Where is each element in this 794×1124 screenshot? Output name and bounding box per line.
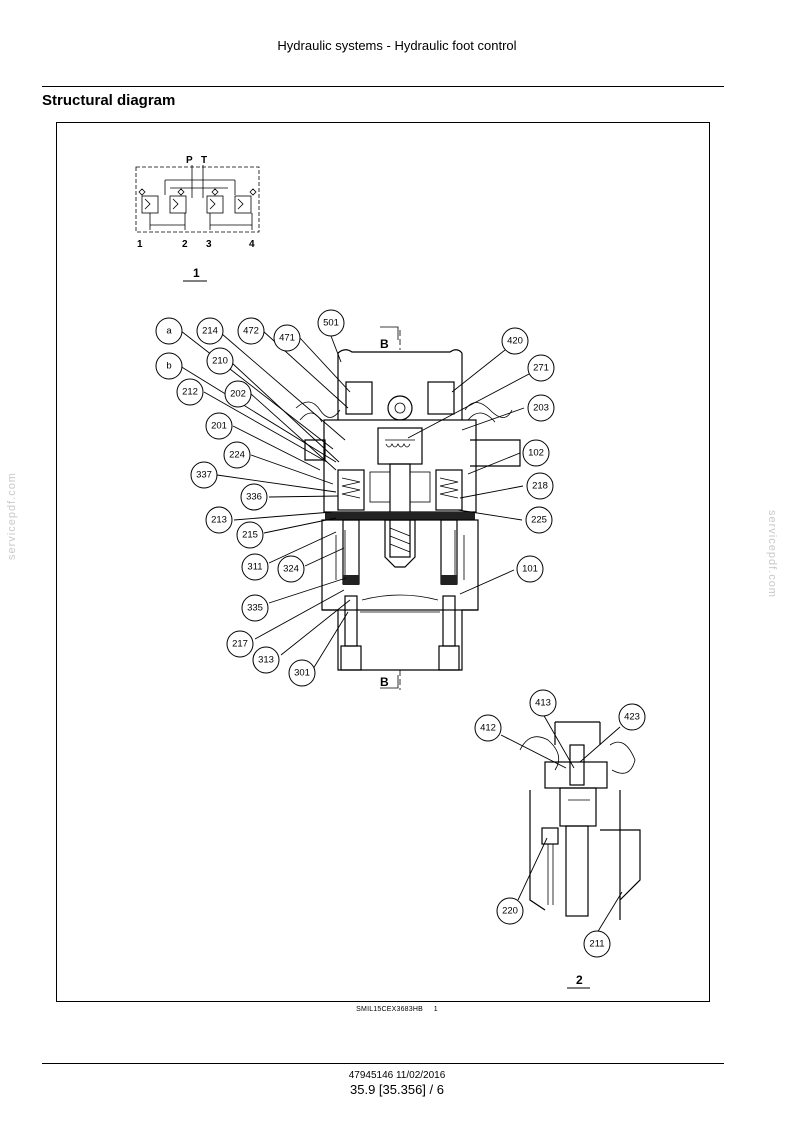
svg-text:301: 301 [294, 668, 310, 679]
svg-text:412: 412 [480, 723, 496, 734]
detail-view [519, 721, 641, 920]
callout-472: 472 [237, 317, 265, 345]
callout-215: 215 [236, 521, 264, 549]
footer-rule [42, 1063, 724, 1064]
callout-311: 311 [241, 553, 269, 581]
callout-337: 337 [190, 461, 218, 489]
port-t-label: T [201, 155, 207, 166]
svg-text:202: 202 [230, 389, 246, 400]
svg-text:203: 203 [533, 403, 549, 414]
svg-text:324: 324 [283, 564, 299, 575]
schematic-port-labels: P T 1 2 3 4 1 [137, 155, 255, 280]
header-rule [42, 86, 724, 87]
svg-text:472: 472 [243, 326, 259, 337]
port-p-label: P [186, 155, 193, 166]
figure-caption: SMIL15CEX3683HB 1 [0, 1006, 794, 1013]
callout-335: 335 [241, 594, 269, 622]
svg-text:102: 102 [528, 448, 544, 459]
svg-text:311: 311 [247, 562, 262, 573]
hydraulic-schematic [135, 165, 260, 233]
callout-a: a [155, 317, 183, 345]
svg-text:213: 213 [211, 515, 227, 526]
callout-271: 271 [527, 354, 555, 382]
callout-471: 471 [273, 324, 301, 352]
svg-text:101: 101 [522, 564, 538, 575]
callout-423: 423 [618, 703, 646, 731]
section-title: Structural diagram [42, 92, 176, 109]
callout-301: 301 [288, 659, 316, 687]
callout-336: 336 [240, 483, 268, 511]
watermark-right: servicepdf.com [766, 510, 778, 598]
callout-324: 324 [277, 555, 305, 583]
svg-text:217: 217 [232, 639, 248, 650]
callout-224: 224 [223, 441, 251, 469]
figure-2-number: 2 [576, 973, 583, 987]
svg-text:214: 214 [202, 326, 218, 337]
diagram-frame [56, 122, 710, 1002]
svg-text:224: 224 [229, 450, 245, 461]
port-2-label: 2 [182, 239, 188, 250]
port-1-label: 1 [137, 239, 143, 250]
callout-214: 214 [196, 317, 224, 345]
section-marker-bottom: B [380, 675, 389, 689]
callouts-detail: 413 412 423 220 211 [474, 689, 646, 958]
callout-412: 412 [474, 714, 502, 742]
callout-313: 313 [252, 646, 280, 674]
svg-text:471: 471 [279, 333, 295, 344]
svg-text:215: 215 [242, 530, 258, 541]
port-3-label: 3 [206, 239, 212, 250]
port-4-label: 4 [249, 239, 255, 250]
leader-lines-main [179, 330, 530, 670]
callout-101: 101 [516, 555, 544, 583]
watermark-left: servicepdf.com [6, 472, 18, 560]
callout-202: 202 [224, 380, 252, 408]
header-title: Hydraulic systems - Hydraulic foot contr… [277, 38, 517, 53]
svg-text:211: 211 [589, 939, 604, 950]
callout-225: 225 [525, 506, 553, 534]
callout-212: 212 [176, 378, 204, 406]
callout-501: 501 [317, 309, 345, 337]
svg-text:a: a [166, 326, 172, 337]
svg-text:b: b [166, 361, 171, 372]
callout-213: 213 [205, 506, 233, 534]
callout-102: 102 [522, 439, 550, 467]
leader-lines-detail [500, 713, 623, 934]
svg-text:313: 313 [258, 655, 274, 666]
callout-201: 201 [205, 412, 233, 440]
callout-217: 217 [226, 630, 254, 658]
svg-text:423: 423 [624, 712, 640, 723]
callout-203: 203 [527, 394, 555, 422]
callout-b: b [155, 352, 183, 380]
figure-1-number: 1 [193, 266, 200, 280]
svg-text:420: 420 [507, 336, 523, 347]
section-markers: B B [380, 337, 389, 689]
svg-text:336: 336 [246, 492, 262, 503]
section-marker-top: B [380, 337, 389, 351]
svg-text:337: 337 [196, 470, 212, 481]
figure-code: SMIL15CEX3683HB [356, 1006, 423, 1013]
svg-text:501: 501 [323, 318, 339, 329]
valve-cross-section [295, 326, 521, 690]
svg-text:220: 220 [502, 906, 518, 917]
footer-page-number: 35.9 [35.356] / 6 [350, 1082, 444, 1097]
svg-text:212: 212 [182, 387, 198, 398]
svg-text:225: 225 [531, 515, 547, 526]
svg-text:413: 413 [535, 698, 551, 709]
callout-220: 220 [496, 897, 524, 925]
callout-420: 420 [501, 327, 529, 355]
callout-218: 218 [526, 472, 554, 500]
svg-text:335: 335 [247, 603, 263, 614]
footer-doc-ref: 47945146 11/02/2016 [348, 1070, 446, 1081]
callout-210: 210 [206, 347, 234, 375]
callout-413: 413 [529, 689, 557, 717]
svg-text:201: 201 [211, 421, 227, 432]
callout-211: 211 [583, 930, 611, 958]
svg-text:218: 218 [532, 481, 548, 492]
callouts-main: a 214 472 471 501 420 b 210 271 212 202 … [155, 309, 555, 687]
figure-index: 1 [433, 1006, 438, 1013]
svg-text:271: 271 [533, 363, 549, 374]
svg-text:210: 210 [212, 356, 228, 367]
